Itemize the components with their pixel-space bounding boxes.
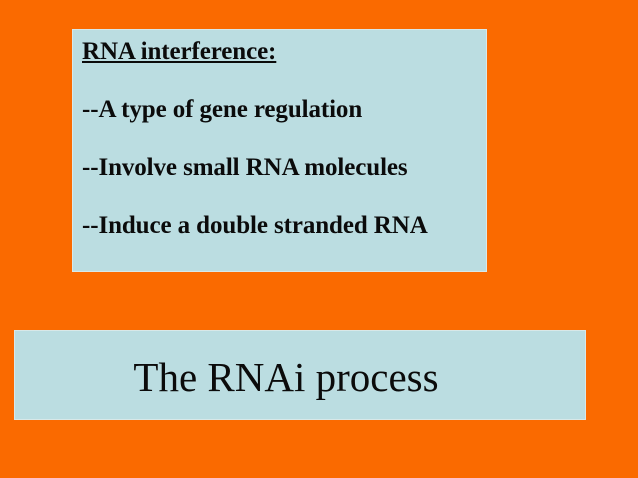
bullet-item-2: --Involve small RNA molecules — [82, 154, 408, 181]
bullet-panel-heading: RNA interference: — [82, 38, 277, 65]
bullet-spacer — [82, 184, 486, 210]
bullet-panel: RNA interference: --A type of gene regul… — [72, 29, 487, 272]
bullet-spacer — [82, 68, 486, 94]
bullet-item-3: --Induce a double stranded RNA — [82, 212, 428, 239]
bullet-spacer — [82, 126, 486, 152]
slide-title: The RNAi process — [133, 353, 439, 400]
title-panel: The RNAi process — [14, 330, 586, 420]
bullet-item-1: --A type of gene regulation — [82, 96, 363, 123]
